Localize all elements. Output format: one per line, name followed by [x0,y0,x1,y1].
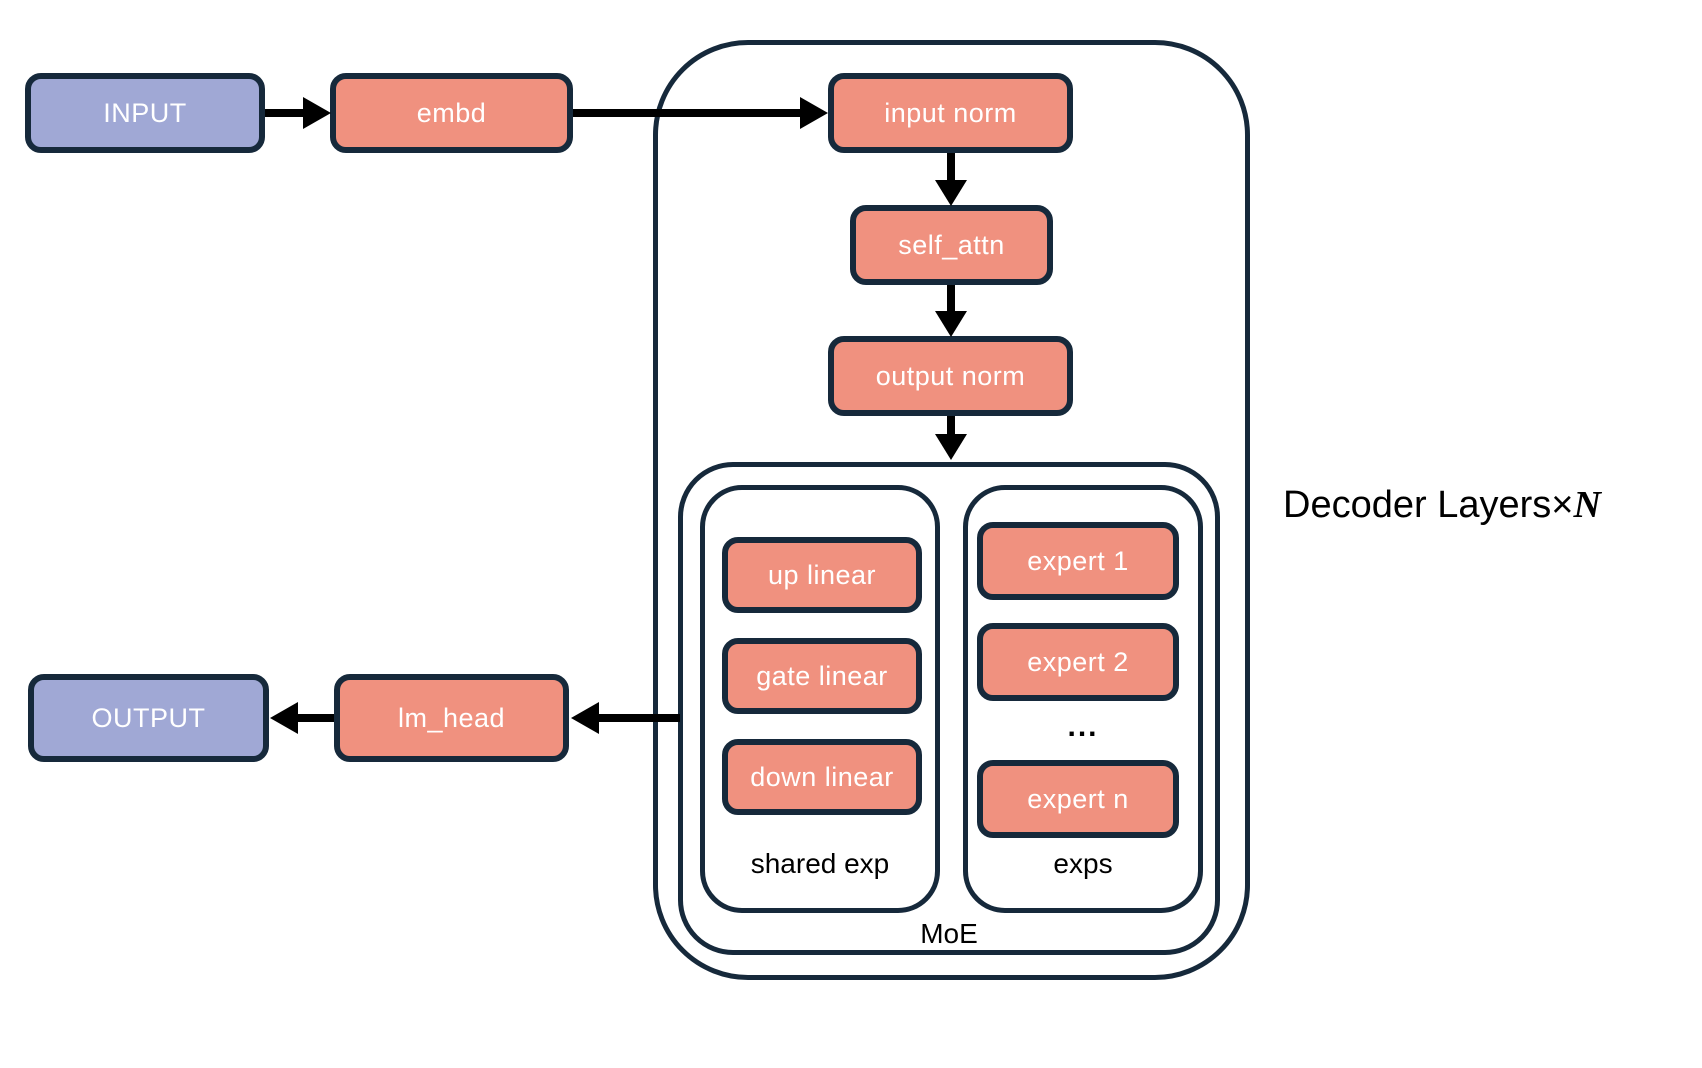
moe-label: MoE [920,918,978,949]
shared-exp-label: shared exp [750,848,890,879]
input-norm-node: input norm [828,73,1073,153]
gate-linear-node: gate linear [722,638,922,714]
output-norm-node: output norm [828,336,1073,416]
decoder-layers-label: Decoder Layers×N [1283,483,1601,527]
expert-n-node: expert n [977,760,1179,838]
self-attn-node: self_attn [850,205,1053,285]
decoder-layers-text: Decoder Layers× [1283,484,1574,526]
decoder-layers-n: N [1573,484,1601,526]
lm-head-node: lm_head [334,674,569,762]
decoder-layers-container [653,40,1250,980]
input-node: INPUT [25,73,265,153]
moe-container [678,462,1220,955]
exps-container [963,485,1203,913]
output-node: OUTPUT [28,674,269,762]
expert-2-node: expert 2 [977,623,1179,701]
shared-exp-container [700,485,940,913]
experts-ellipsis: ... [1067,710,1099,743]
up-linear-node: up linear [722,537,922,613]
embd-node: embd [330,73,573,153]
exps-label: exps [1053,848,1113,879]
down-linear-node: down linear [722,739,922,815]
expert-1-node: expert 1 [977,522,1179,600]
